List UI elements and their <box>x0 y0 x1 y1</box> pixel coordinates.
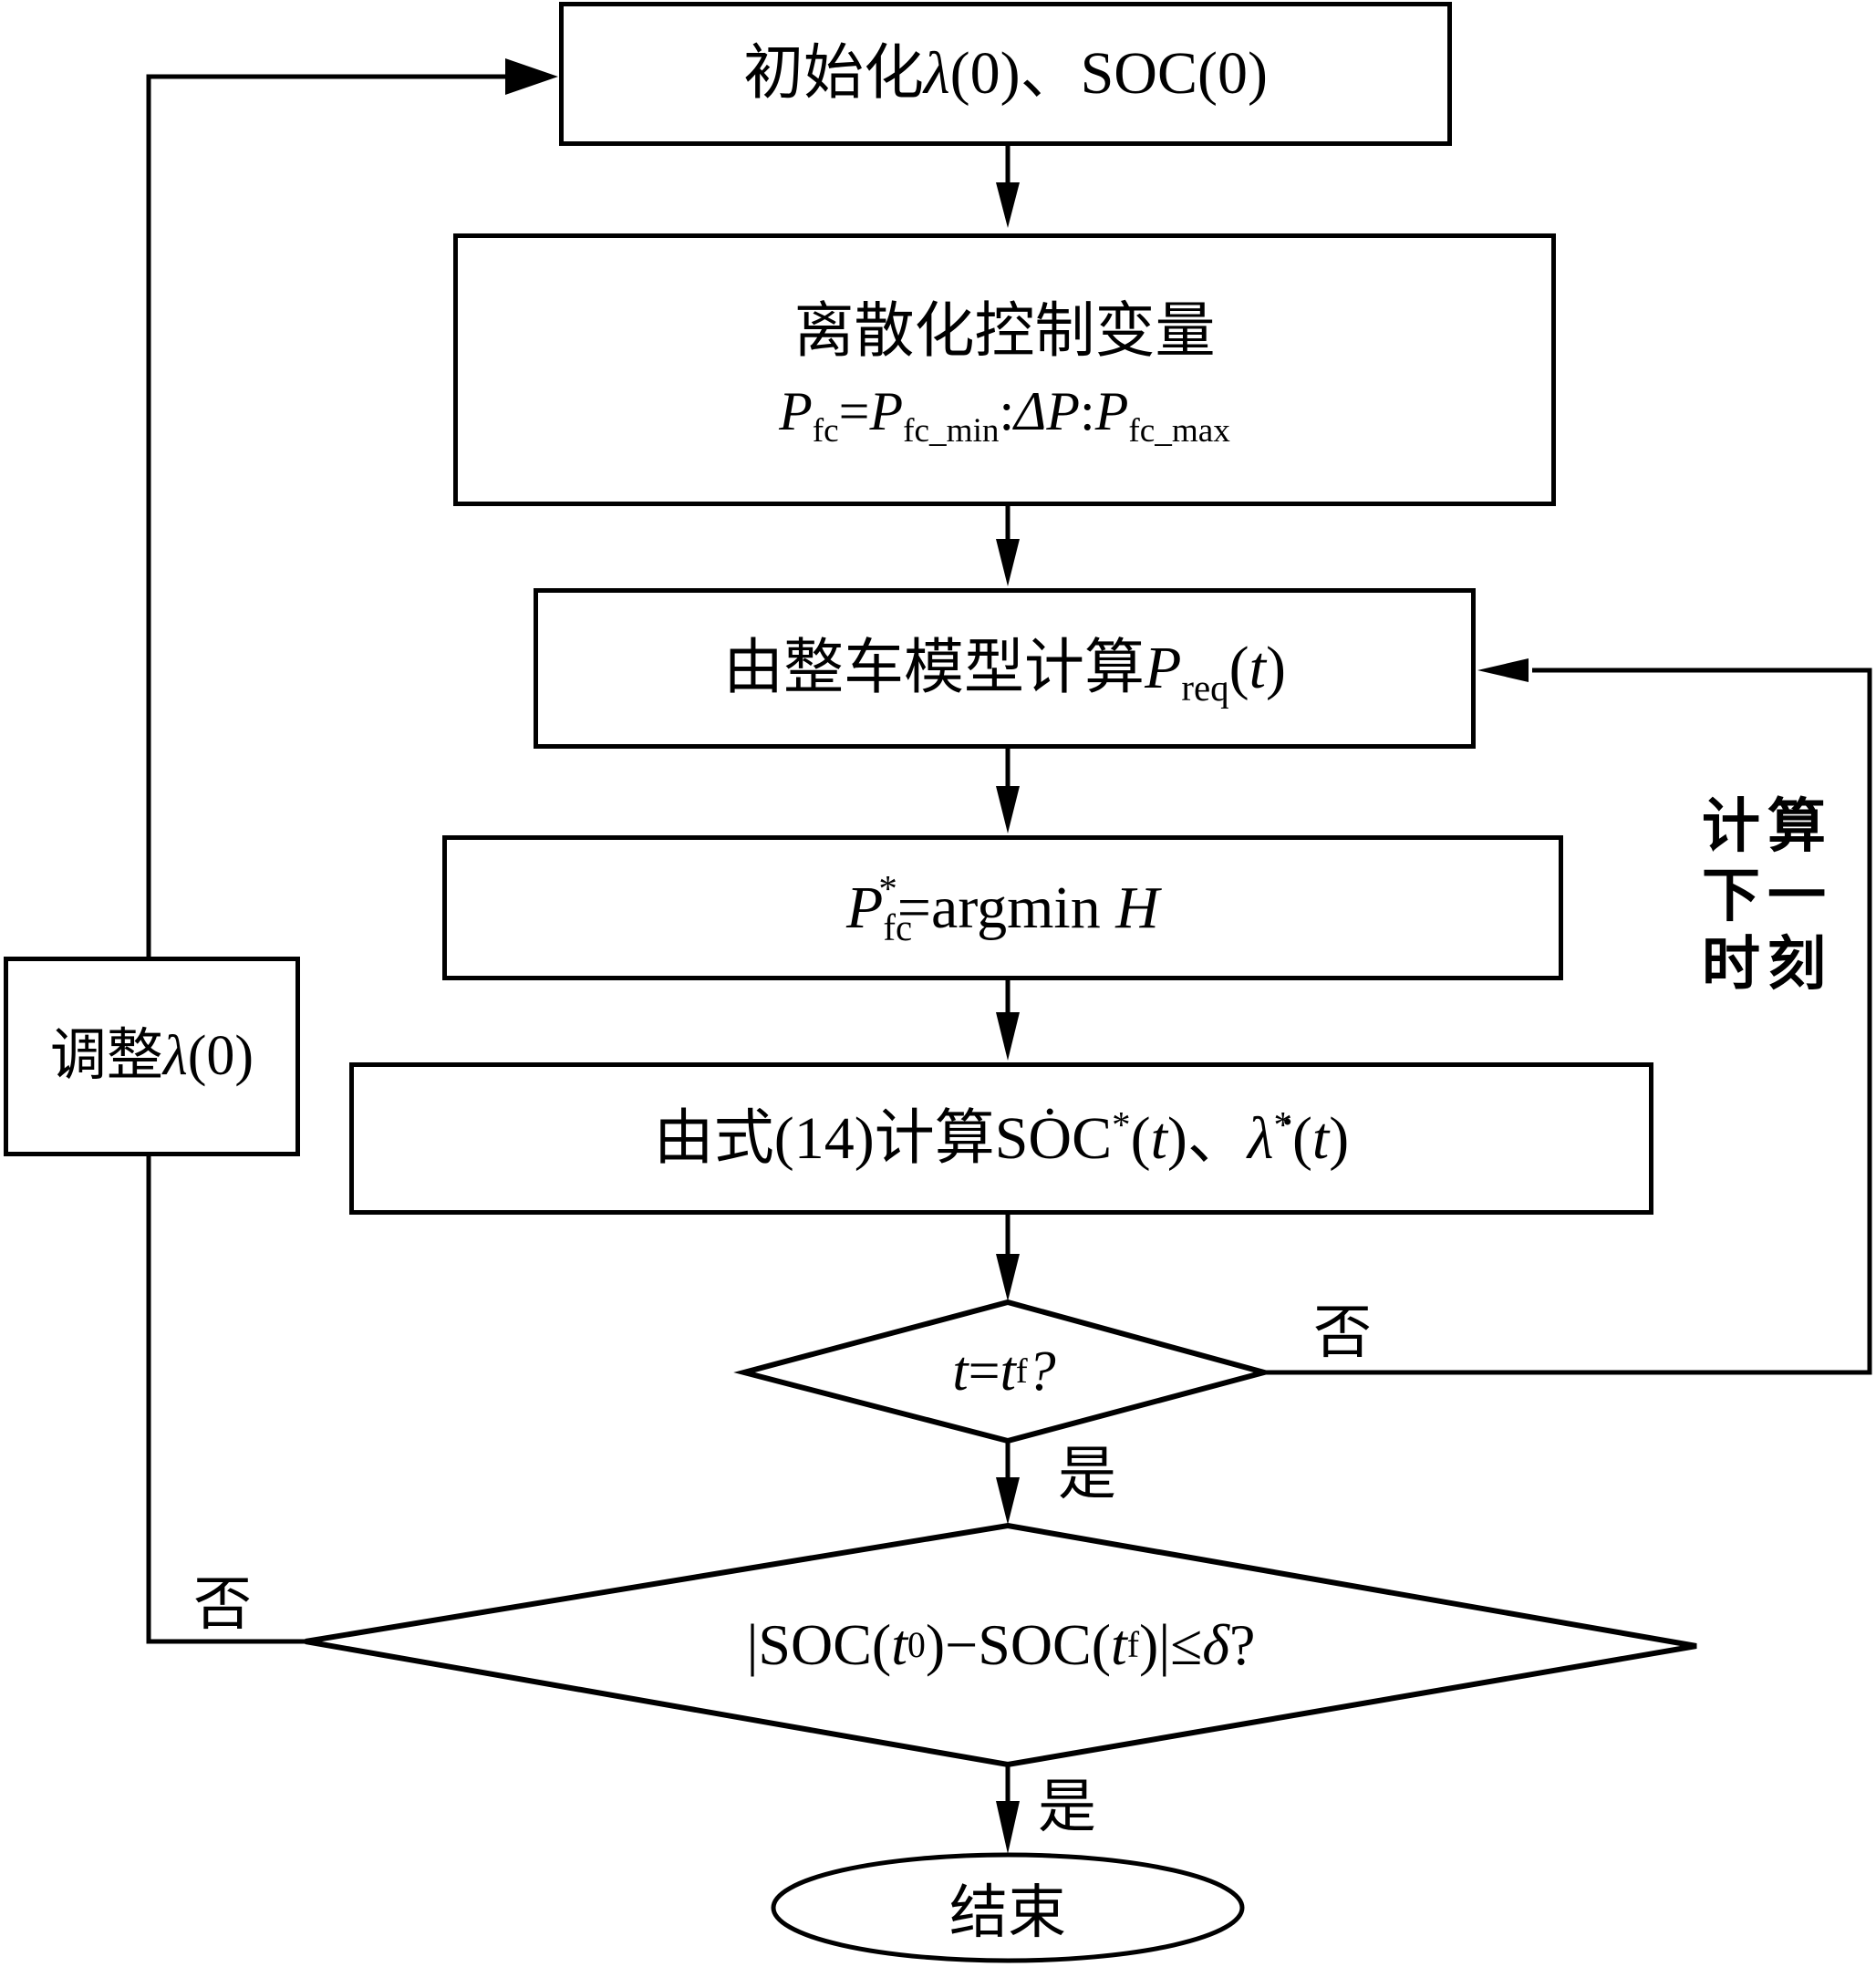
discretize-title: 离散化控制变量 <box>793 297 1216 365</box>
dec-question: ? <box>1027 1340 1056 1403</box>
arrowhead-down <box>996 1254 1020 1301</box>
compute-soc-prefix: 由式(14)计算S <box>653 1104 1029 1172</box>
arrowhead-right <box>505 58 558 95</box>
soc-C: C <box>1072 1104 1113 1172</box>
arrowhead-down <box>996 786 1020 833</box>
loop-adjust-up <box>146 1156 306 1644</box>
dec-tf: t <box>1000 1340 1016 1403</box>
lambda-symbol: λ <box>924 40 950 108</box>
soc-o-dot: Ȯ <box>1028 1104 1073 1172</box>
init-prefix: 初始化 <box>743 40 925 108</box>
lambda-sup: * <box>1273 1103 1292 1145</box>
preq-P: P <box>1145 635 1182 702</box>
argmin-rest: =argmin <box>897 874 1116 941</box>
decision-soc-shape <box>305 1522 1697 1768</box>
soc-t: t <box>1150 1104 1167 1172</box>
soc-delta: δ <box>1202 1612 1230 1677</box>
label-next-step: 计算 下一 时刻 <box>1702 793 1833 1000</box>
formula-P-max: P <box>1094 381 1129 442</box>
formula-P: P <box>779 381 813 442</box>
formula-sub-fc: fc <box>812 412 839 450</box>
dec-eq: = <box>968 1340 1000 1403</box>
soc-tf: t <box>1111 1612 1127 1677</box>
arrowhead-left <box>1477 658 1529 682</box>
lambda-t: t <box>1311 1104 1330 1172</box>
paren: ) <box>1265 635 1286 702</box>
arrowhead-down <box>996 1801 1020 1854</box>
label-yes-soc: 是 <box>1038 1775 1096 1839</box>
argmin-text: Pfc*=argmin H <box>846 870 1159 947</box>
end-shape <box>771 1852 1245 1963</box>
formula-sub-fc-max: fc_max <box>1128 412 1230 450</box>
argmin-box: Pfc*=argmin H <box>442 835 1563 980</box>
label-no-time: 否 <box>1313 1300 1372 1365</box>
next-step-line: 时刻 <box>1702 931 1833 999</box>
formula-P-min: P <box>869 381 904 442</box>
lambda-dot: λ̇ <box>1247 1104 1274 1172</box>
soc-minus: )−SOC( <box>925 1612 1112 1677</box>
arrowhead-down <box>996 1012 1020 1061</box>
discretize-box: 离散化控制变量 Pfc=Pfc_min:ΔP:Pfc_max <box>453 233 1556 506</box>
formula-colon: : <box>999 381 1015 442</box>
paren: ( <box>1291 1104 1312 1172</box>
soc-question: ? <box>1229 1612 1256 1677</box>
adjust-text: 调整λ(0) <box>50 1022 254 1090</box>
argmin-sup: * <box>878 867 897 909</box>
decision-time-shape <box>733 1299 1275 1444</box>
arrowhead-down <box>996 1477 1020 1525</box>
soc-sup: * <box>1112 1103 1131 1145</box>
compute-preq-prefix: 由整车模型计算 <box>723 635 1145 702</box>
argmin-sub: fc <box>883 907 913 949</box>
arrowhead-down <box>996 182 1020 228</box>
next-step-line: 下一 <box>1702 862 1833 930</box>
lambda-symbol: λ <box>162 1025 188 1088</box>
init-suffix: (0)、SOC(0) <box>949 40 1268 108</box>
compute-soc-box: 由式(14)计算SȮC*(t)、λ̇*(t) <box>349 1062 1653 1215</box>
argmin-P: P <box>846 874 884 941</box>
paren: ) <box>1329 1104 1350 1172</box>
formula-colon: : <box>1080 381 1095 442</box>
loop-adjust-to-init <box>146 74 520 957</box>
formula-delta-P: ΔP <box>1014 381 1081 442</box>
end-text: 结束 <box>949 1880 1066 1945</box>
soc-t0: t <box>891 1612 907 1677</box>
soc-abs-close: )|≤ <box>1139 1612 1203 1677</box>
arrowhead-down <box>996 539 1020 586</box>
next-step-line: 计算 <box>1702 793 1833 861</box>
formula-sub-fc-min: fc_min <box>903 412 1000 450</box>
preq-sub: req <box>1181 668 1229 709</box>
init-box: 初始化λ(0)、SOC(0) <box>559 2 1452 146</box>
loop-next-step <box>1264 668 1872 1375</box>
formula-eq: = <box>838 381 870 442</box>
compute-soc-text: 由式(14)计算SȮC*(t)、λ̇*(t) <box>654 1103 1350 1175</box>
adjust-suffix: (0) <box>187 1025 254 1088</box>
adjust-box: 调整λ(0) <box>4 957 300 1156</box>
dec-t: t <box>952 1340 969 1403</box>
paren: )、 <box>1166 1104 1248 1172</box>
paren: ( <box>1130 1104 1151 1172</box>
compute-preq-text: 由整车模型计算Preq(t) <box>723 632 1286 707</box>
adjust-prefix: 调整 <box>49 1025 163 1088</box>
preq-t: t <box>1249 635 1266 702</box>
paren: ( <box>1228 635 1249 702</box>
discretize-formula: Pfc=Pfc_min:ΔP:Pfc_max <box>779 378 1230 448</box>
init-text: 初始化λ(0)、SOC(0) <box>743 37 1268 109</box>
label-yes-time: 是 <box>1058 1442 1116 1506</box>
argmin-H: H <box>1115 874 1159 941</box>
label-no-soc: 否 <box>193 1572 252 1637</box>
soc-abs-open: |SOC( <box>746 1612 892 1677</box>
compute-preq-box: 由整车模型计算Preq(t) <box>534 588 1476 749</box>
